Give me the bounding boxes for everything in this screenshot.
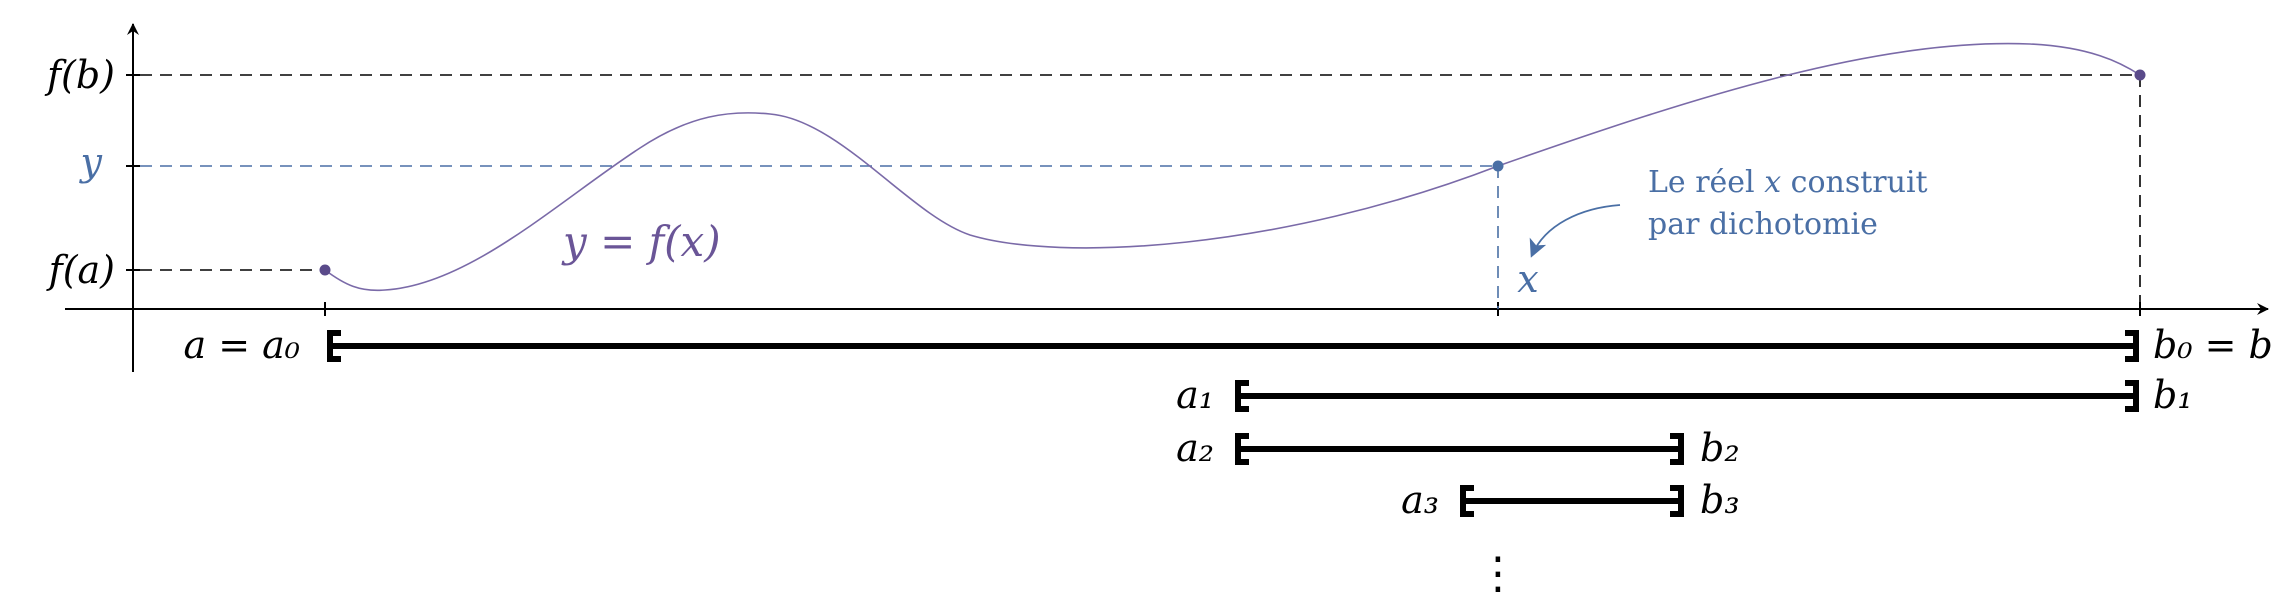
annotation-line2: par dichotomie	[1648, 207, 1878, 242]
vertical-dots: ⋮	[1476, 548, 1520, 599]
label-b3: b₃	[1700, 478, 1740, 522]
label-b0: b₀ = b	[2153, 323, 2273, 367]
point-fa	[319, 264, 331, 276]
curve-label: y = f(x)	[561, 217, 721, 266]
annotation-arrow	[1529, 204, 1621, 258]
point-x	[1492, 160, 1504, 172]
interval-0	[327, 330, 2139, 362]
label-fa: f(a)	[46, 248, 115, 292]
label-y: y	[79, 140, 103, 184]
interval-2	[1235, 433, 1684, 465]
function-curve	[324, 42, 2141, 292]
annotation-line1: Le réel x construit	[1648, 165, 1928, 200]
label-b2: b₂	[1700, 426, 1740, 470]
interval-3	[1460, 485, 1684, 517]
label-b1: b₁	[2153, 373, 2193, 417]
label-a3: a₃	[1401, 478, 1439, 522]
label-a0: a = a₀	[183, 323, 300, 367]
label-fb: f(b)	[44, 53, 115, 97]
label-a1: a₁	[1176, 373, 1214, 417]
point-fb	[2134, 69, 2146, 81]
label-a2: a₂	[1176, 426, 1214, 470]
label-x: x	[1517, 257, 1538, 301]
interval-1	[1235, 380, 2139, 412]
